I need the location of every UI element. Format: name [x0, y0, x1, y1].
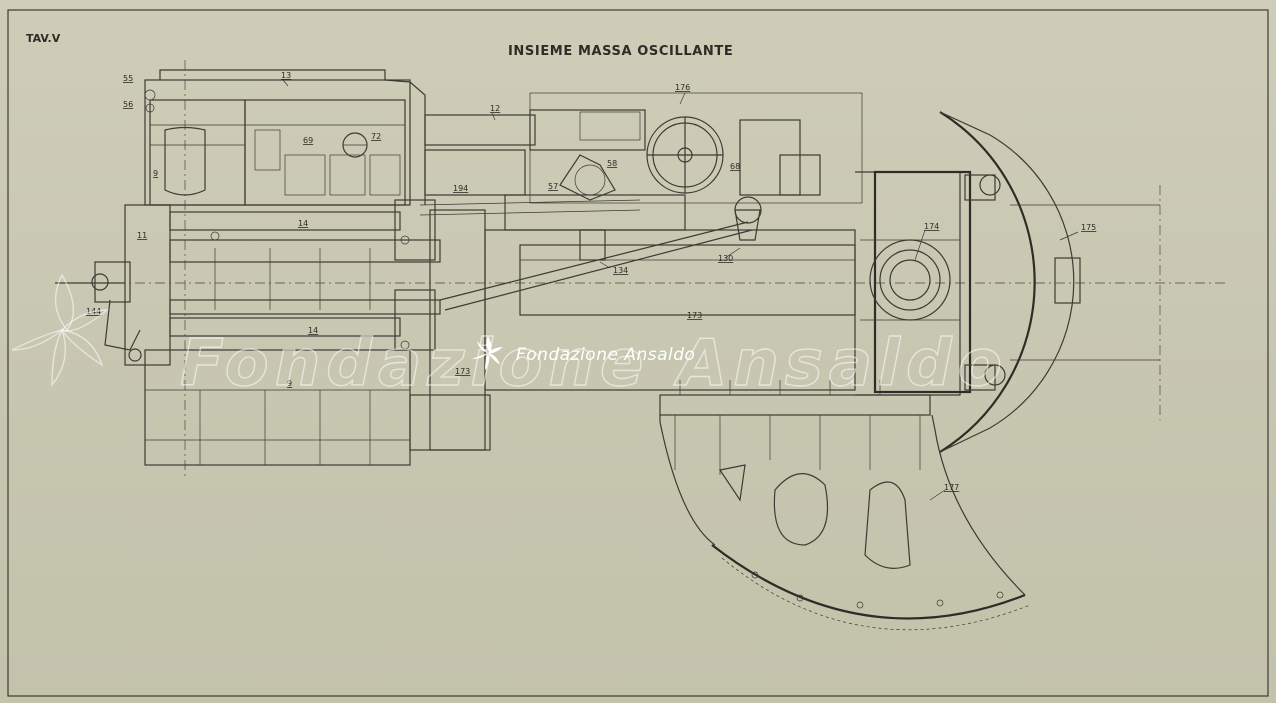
part-label-176: 176 — [675, 83, 690, 92]
part-label-69: 69 — [303, 136, 313, 145]
sheet-border — [7, 9, 1269, 697]
part-label-194: 194 — [453, 184, 468, 193]
watermark: Fondazione Ansaldo Fondazione Ansaldo — [11, 273, 1008, 402]
drawing-title: INSIEME MASSA OSCILLANTE — [508, 44, 733, 59]
breech-assembly — [144, 69, 426, 206]
part-label-9-upper: 9 — [153, 169, 158, 178]
part-label-14-lower: 14 — [308, 326, 318, 335]
part-label-56: 56 — [123, 100, 133, 109]
part-label-72: 72 — [371, 132, 381, 141]
part-label-13: 13 — [281, 71, 291, 80]
part-label-57: 57 — [548, 182, 558, 191]
watermark-text: Fondazione Ansaldo — [516, 345, 695, 365]
part-label-177: 177 — [944, 483, 959, 492]
elevating-gear-sector — [659, 414, 1031, 631]
part-label-58: 58 — [607, 159, 617, 168]
part-label-55: 55 — [123, 74, 133, 83]
counterweight-arc — [939, 111, 1160, 453]
watermark-ghost-text: Fondazione Ansaldo — [180, 327, 1008, 401]
lower-body — [124, 204, 491, 466]
part-label-12: 12 — [490, 104, 500, 113]
part-label-130: 130 — [718, 254, 733, 263]
part-label-134: 134 — [613, 266, 628, 275]
part-label-175: 175 — [1081, 223, 1096, 232]
part-label-14-upper: 14 — [298, 219, 308, 228]
leader-lines — [282, 79, 1079, 501]
cradle-body — [484, 170, 1006, 416]
part-label-174: 174 — [924, 222, 939, 231]
part-label-11: 11 — [137, 231, 147, 240]
part-label-9-lower: 9 — [287, 379, 292, 388]
part-label-68: 68 — [730, 162, 740, 171]
elevating-mechanism — [419, 92, 863, 316]
part-label-173-upper: 173 — [687, 311, 702, 320]
plate-label: TAV.V — [26, 32, 61, 45]
watermark-star-large — [11, 273, 109, 387]
recoil-cylinders — [169, 199, 441, 351]
part-labels: 13 55 56 9 9 11 69 72 12 176 58 57 194 6… — [86, 71, 1096, 492]
trunnion — [869, 239, 951, 321]
ansaldo-star-icon — [472, 336, 503, 370]
part-label-173-lower: 173 — [455, 367, 470, 376]
